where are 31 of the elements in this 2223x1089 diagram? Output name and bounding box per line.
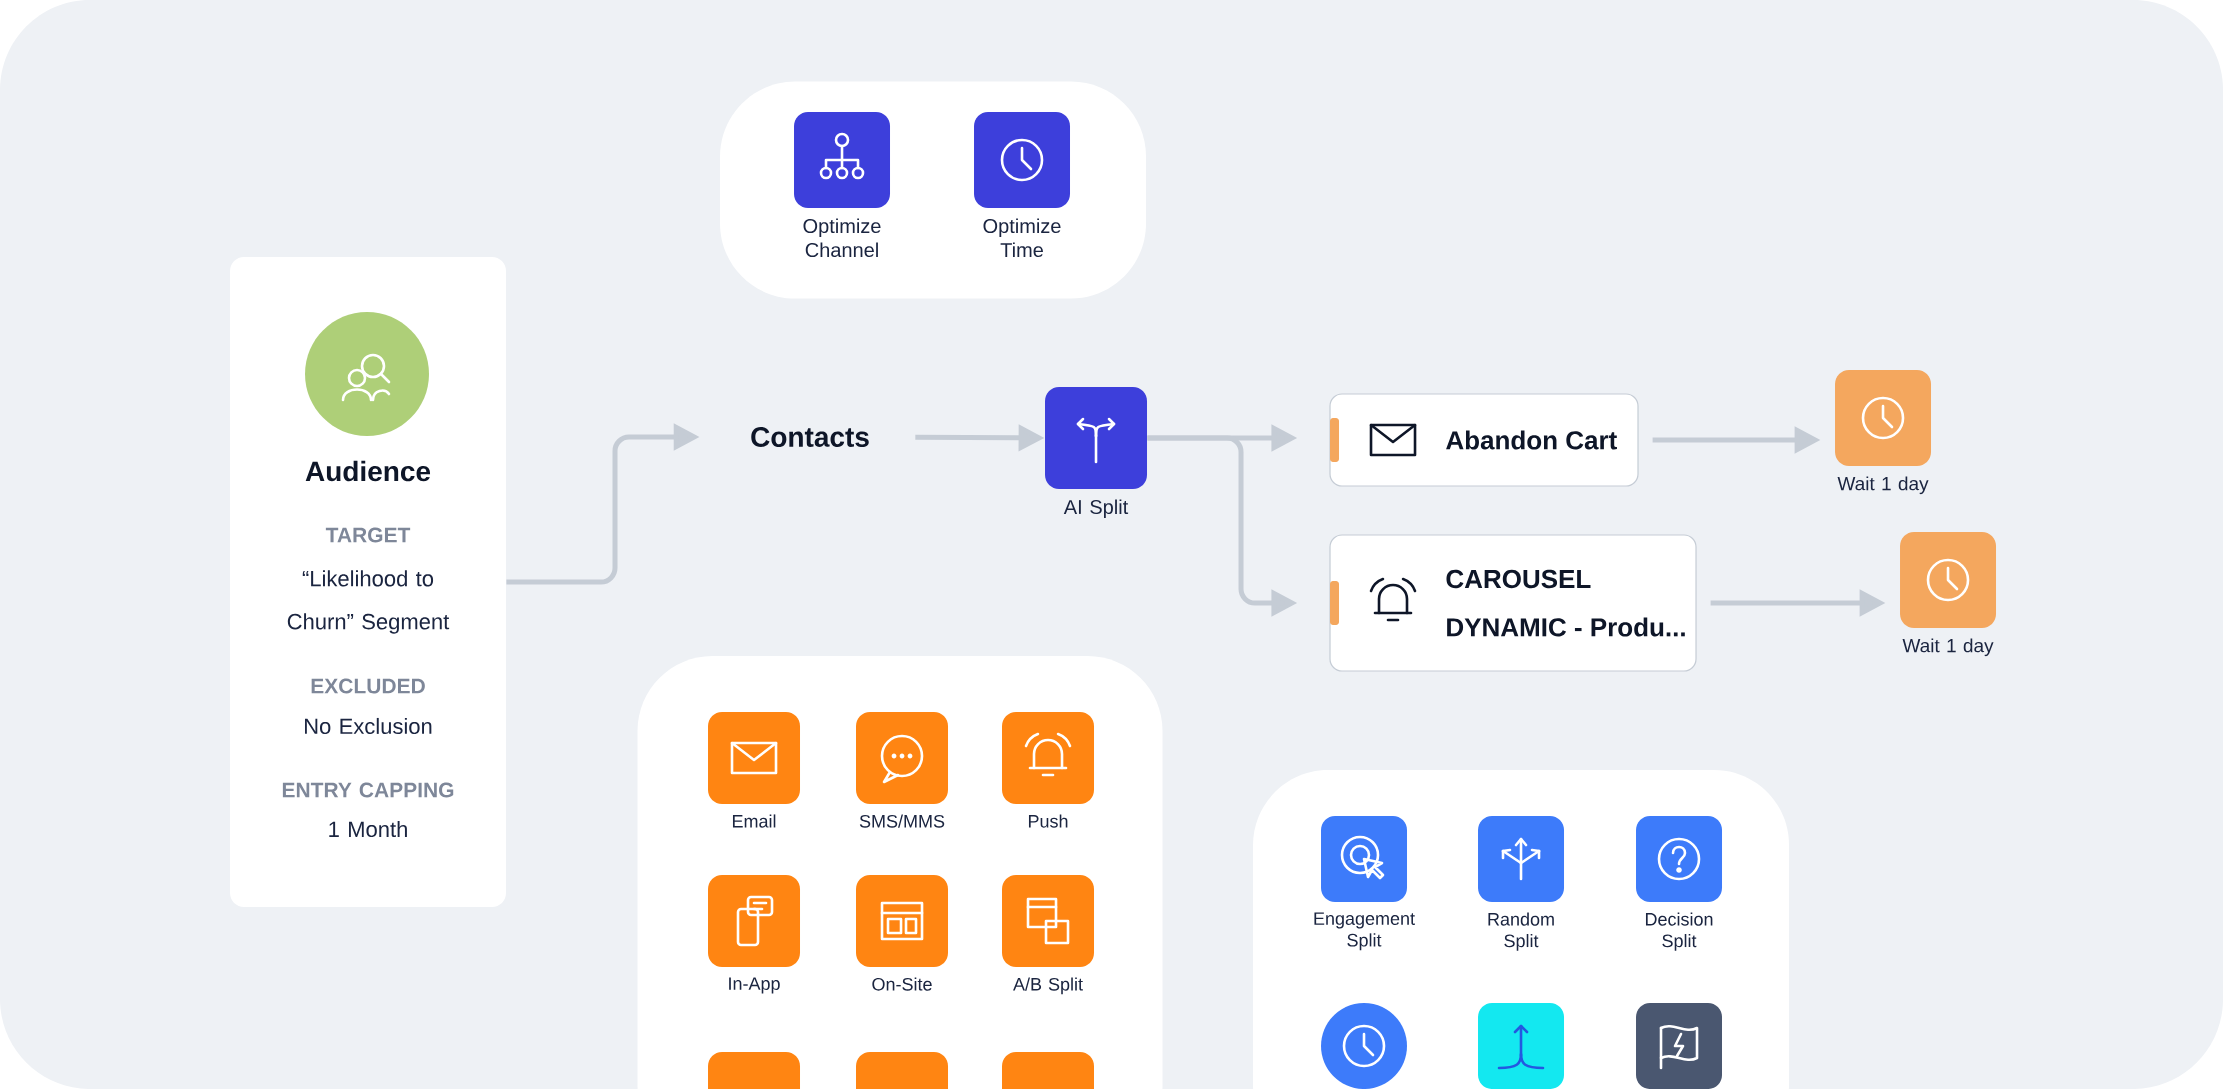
icon-label: SMS/MMS bbox=[859, 814, 945, 828]
clock-icon bbox=[1321, 1003, 1407, 1089]
channel-tile bbox=[708, 1052, 800, 1089]
icon-label: Decision Split bbox=[1645, 912, 1713, 951]
field-heading: EXCLUDED bbox=[311, 678, 425, 694]
field-heading: TARGET bbox=[325, 527, 411, 543]
card-title: DYNAMIC - Produ... bbox=[1447, 617, 1685, 637]
icon-label: Email bbox=[733, 814, 776, 828]
icon-label: In-App bbox=[729, 977, 780, 994]
flag-icon bbox=[1636, 1003, 1722, 1089]
audience-title: Audience bbox=[305, 460, 431, 482]
icon-label: Optimize Channel bbox=[803, 218, 881, 258]
icon-label: On-Site bbox=[872, 977, 932, 991]
icon-label: Wait 1 day bbox=[1837, 476, 1929, 495]
icon-label: Optimize Time bbox=[983, 218, 1061, 258]
card-title: Abandon Cart bbox=[1446, 430, 1617, 450]
icon-label: A/B Split bbox=[1013, 977, 1083, 995]
field-heading: ENTRY CAPPING bbox=[282, 782, 454, 798]
field-value: 1 Month bbox=[329, 820, 407, 838]
field-value: No Exclusion bbox=[305, 717, 432, 735]
merge-icon bbox=[1478, 1003, 1564, 1089]
icon-label: Wait 1 day bbox=[1902, 638, 1994, 657]
step-label: Contacts bbox=[751, 427, 869, 447]
channel-tile bbox=[856, 1052, 948, 1089]
icon-label: Engagement Split bbox=[1314, 912, 1415, 951]
icon-label: Random Split bbox=[1488, 912, 1554, 951]
card-title: CAROUSEL bbox=[1446, 569, 1591, 589]
icon-label: Push bbox=[1028, 814, 1068, 828]
channel-tile bbox=[1002, 1052, 1094, 1089]
field-value: “Likelihood to Churn” Segment bbox=[287, 570, 450, 634]
icon-label: AI Split bbox=[1063, 499, 1129, 519]
